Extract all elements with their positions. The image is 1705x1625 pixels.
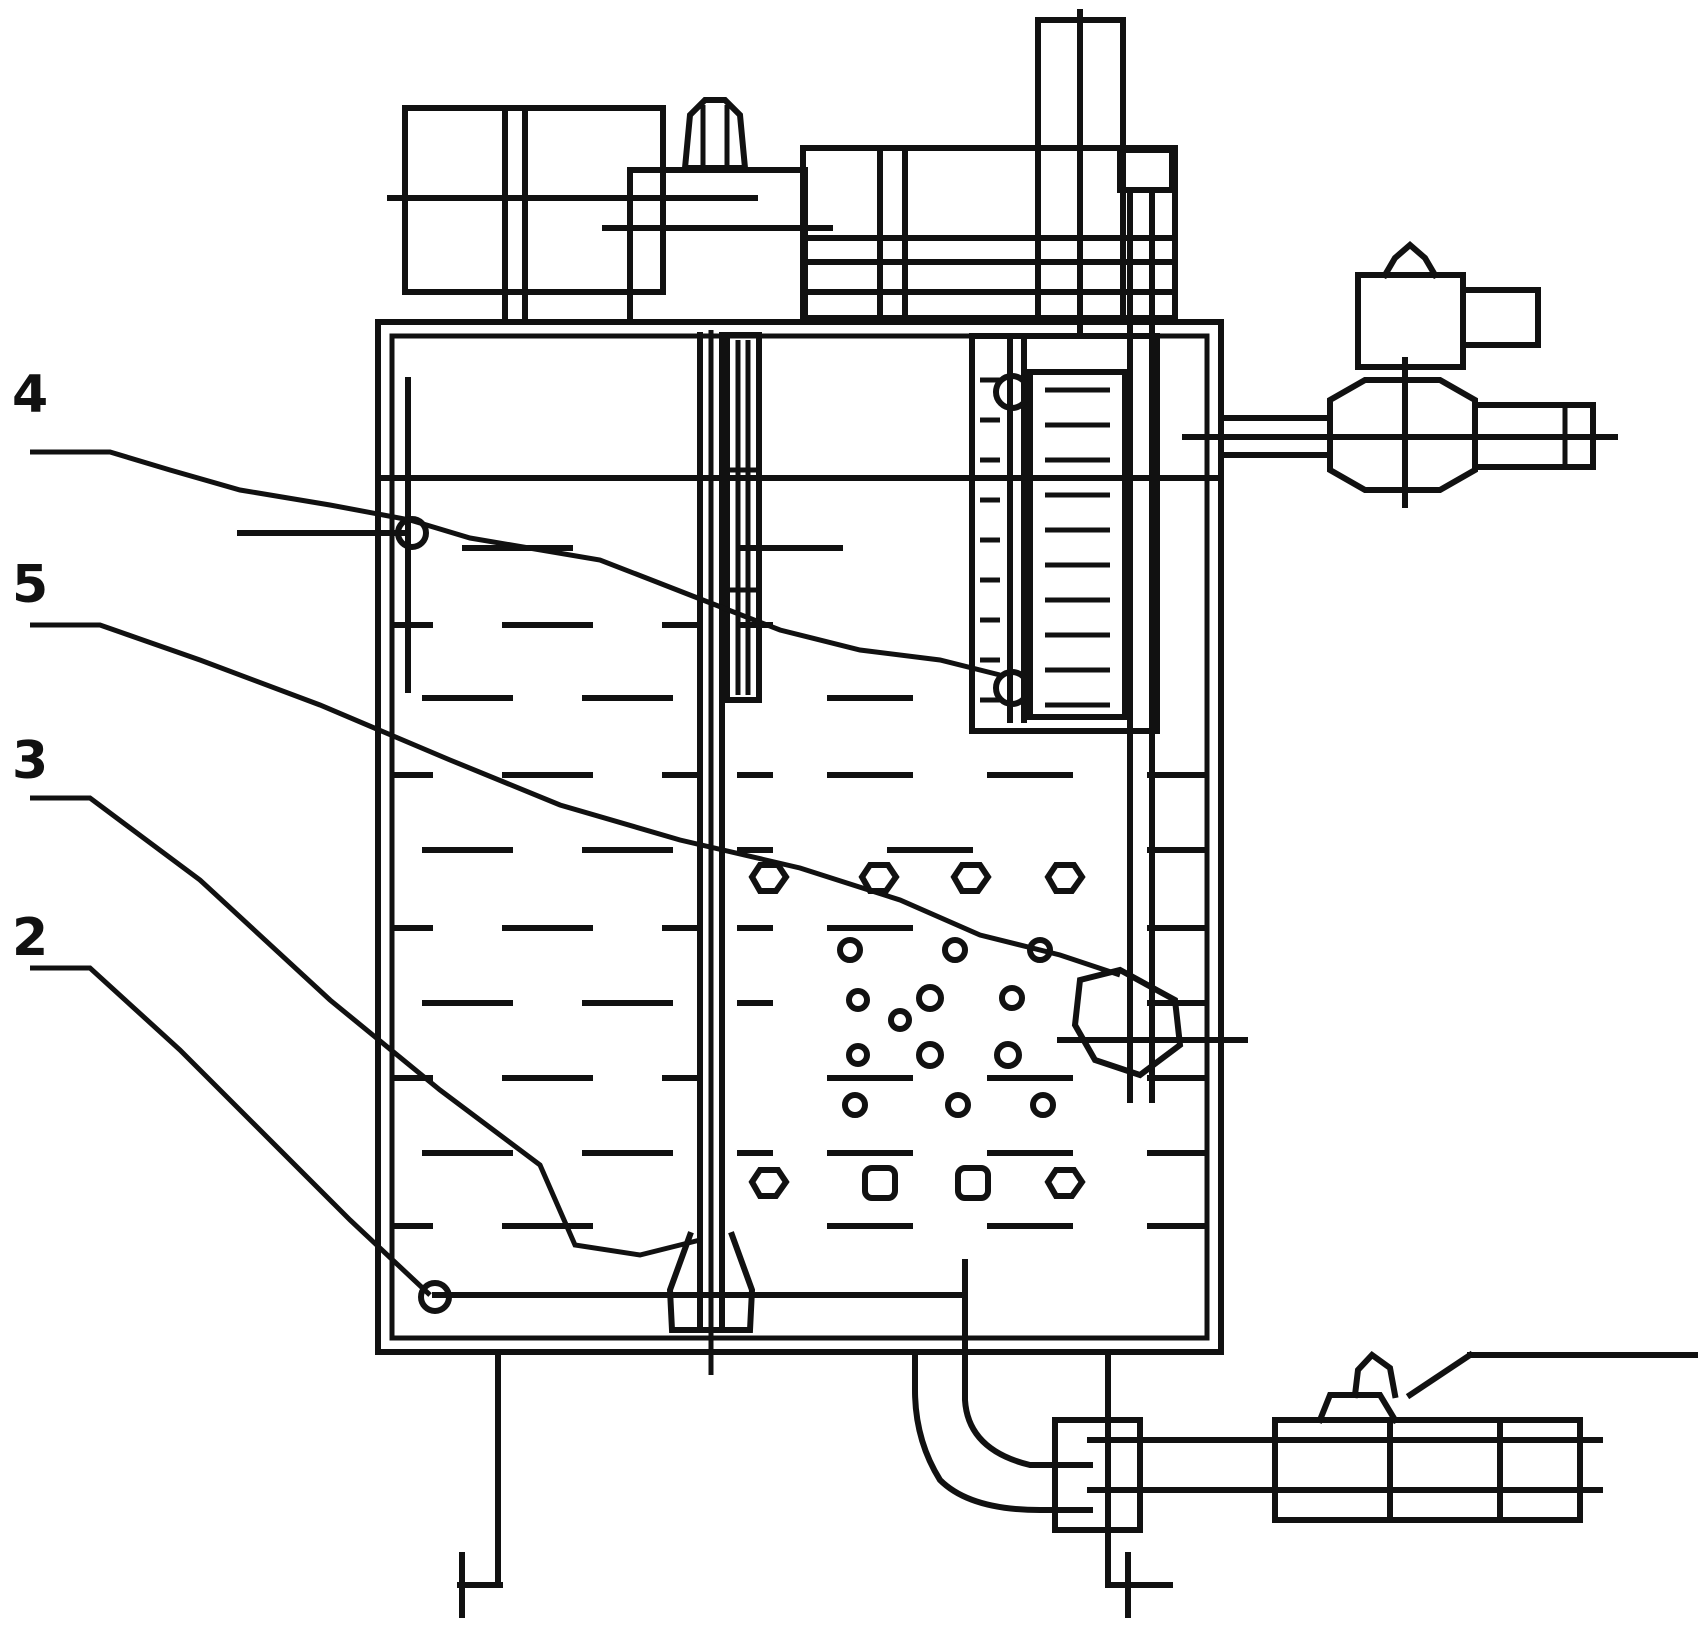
gear-cap bbox=[681, 97, 749, 171]
callout-label: 3 bbox=[12, 731, 48, 791]
callout-leader-5 bbox=[30, 622, 1121, 978]
callout-5: 5 bbox=[12, 555, 1121, 978]
heater-element bbox=[724, 332, 762, 703]
vent-cap bbox=[1117, 147, 1175, 193]
filter-float-top bbox=[993, 373, 1031, 411]
right-outlet bbox=[1182, 241, 1618, 508]
callout-label: 4 bbox=[12, 365, 48, 425]
callout-label: 2 bbox=[12, 908, 48, 968]
callout-leader-3 bbox=[30, 795, 701, 1258]
right-pipe bbox=[1057, 187, 1248, 1103]
level-sensor-left bbox=[237, 377, 429, 693]
callout-3: 3 bbox=[12, 731, 701, 1258]
filter-element bbox=[1027, 369, 1128, 720]
bottom-drain bbox=[912, 1349, 1698, 1533]
callout-label: 5 bbox=[12, 555, 48, 615]
outlet-nipple bbox=[1472, 402, 1596, 470]
shaft-bottom-support bbox=[666, 1231, 756, 1333]
gearbox-box bbox=[627, 167, 808, 325]
tank-inner-wall bbox=[389, 333, 1210, 1341]
tank-legs bbox=[457, 1349, 1173, 1618]
drain-elbow bbox=[912, 1349, 1093, 1513]
drain-valve-body bbox=[1272, 1417, 1583, 1523]
bottom-distributor bbox=[418, 1259, 968, 1363]
drain-valve-lever bbox=[1405, 1350, 1475, 1400]
callout-2: 2 bbox=[12, 908, 432, 1297]
solenoid-coil bbox=[1355, 272, 1466, 370]
solenoid-cap bbox=[1460, 287, 1541, 348]
filter-cartridge bbox=[969, 333, 1160, 734]
callout-4: 4 bbox=[12, 365, 1001, 678]
filter-float-bottom bbox=[993, 669, 1031, 707]
distributor-left-nozzle bbox=[418, 1280, 452, 1314]
liquid-dashes-right bbox=[737, 545, 1208, 1229]
liquid-dashes-left bbox=[392, 545, 703, 1229]
center-shaft bbox=[666, 330, 762, 1375]
drain-valve-handle-base bbox=[1316, 1392, 1400, 1425]
valve-block bbox=[800, 145, 1178, 321]
drain-flange bbox=[1052, 1417, 1143, 1533]
right-pipe-fitting bbox=[1071, 966, 1184, 1079]
drain-valve-knob bbox=[1351, 1351, 1399, 1399]
top-assembly bbox=[387, 9, 1178, 333]
tank bbox=[375, 319, 1224, 1355]
filter-housing bbox=[969, 333, 1160, 734]
callout-leader-4 bbox=[30, 449, 1001, 678]
bubbles bbox=[748, 862, 1086, 1201]
solenoid-top bbox=[1380, 241, 1440, 280]
callout-leader-2 bbox=[30, 965, 432, 1297]
